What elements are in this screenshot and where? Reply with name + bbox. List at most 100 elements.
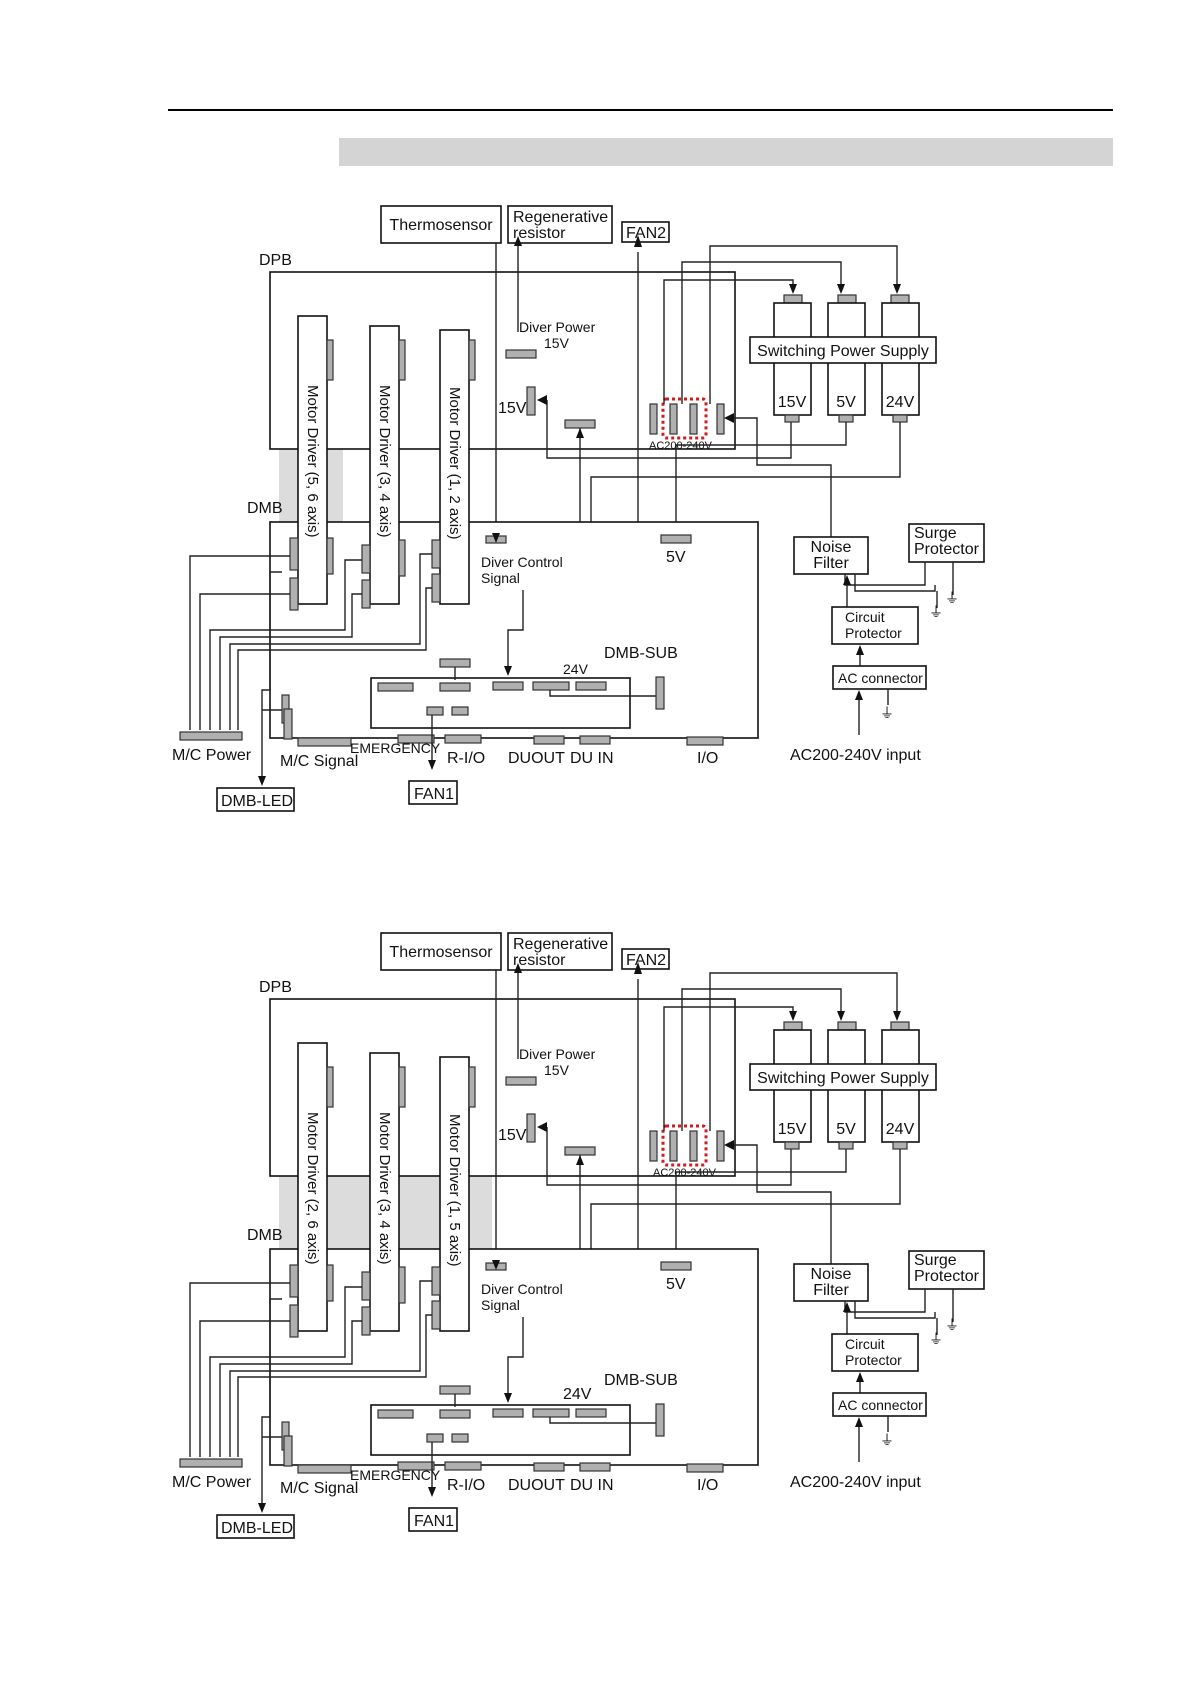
surge-protector-label-2: Protector <box>914 541 980 558</box>
noise-filter-label-1: Noise <box>811 539 852 556</box>
connector <box>431 573 441 603</box>
arrow-icon <box>789 284 797 294</box>
connector <box>783 1021 803 1031</box>
ground-icon: ⏚ <box>929 604 943 620</box>
diver-power-label-1: Diver Power <box>519 1046 596 1062</box>
dmb-led-label: DMB-LED <box>221 1520 293 1537</box>
wiring-diagram-2: Thermosensor Regenerative resistor FAN2 … <box>172 932 985 1539</box>
arrow-icon <box>576 1155 584 1165</box>
mc-power-wire <box>189 555 290 730</box>
connector <box>660 1261 692 1271</box>
psu-feed-wire <box>709 972 898 1131</box>
connector <box>532 1408 570 1418</box>
arrow-icon <box>428 1487 436 1497</box>
duout-label: DUOUT <box>508 1477 565 1494</box>
io-label: I/O <box>697 750 718 767</box>
diver-control-label-2: Signal <box>481 1297 520 1313</box>
fan2-box <box>621 221 670 243</box>
noise-filter-label-1: Noise <box>811 1266 852 1283</box>
ac-connector-box <box>832 665 927 690</box>
connector <box>361 579 371 609</box>
diver-control-label-2: Signal <box>481 570 520 586</box>
connector <box>784 414 800 423</box>
arrow-icon <box>856 645 864 655</box>
rio-connector <box>444 734 482 744</box>
connector <box>426 1433 444 1443</box>
connector <box>838 414 854 423</box>
psu-feed-wire <box>663 1006 735 1131</box>
connector <box>564 419 596 429</box>
connector <box>655 1403 665 1437</box>
connector <box>439 1409 471 1419</box>
connector <box>655 676 665 710</box>
dmb-led-label: DMB-LED <box>221 793 293 810</box>
duin-label: DU IN <box>570 750 614 767</box>
motor-driver-c-label: Motor Driver (1, 2 axis) <box>446 387 463 540</box>
psu-15v-label: 15V <box>778 1121 807 1138</box>
ground-icon: ⏚ <box>880 705 894 721</box>
connector <box>289 577 299 611</box>
dmb-label: DMB <box>247 1227 283 1244</box>
mc-power-wire <box>199 1320 290 1457</box>
motor-driver-c-label: Motor Driver (1, 5 axis) <box>446 1114 463 1267</box>
arrow-icon <box>504 666 512 676</box>
connector <box>431 539 441 569</box>
connector <box>439 658 471 668</box>
connector <box>468 339 476 381</box>
connector <box>361 544 371 574</box>
dpb-label: DPB <box>259 979 292 996</box>
mc-power-wire <box>209 559 362 730</box>
section-heading-band <box>339 138 1113 166</box>
diver-control-label-1: Diver Control <box>481 554 563 570</box>
surge-wire <box>844 562 926 586</box>
dmb-sub-label: DMB-SUB <box>604 645 678 662</box>
mc-power-wire <box>189 1282 290 1457</box>
duout-connector <box>533 1462 565 1472</box>
arrow-icon <box>537 1122 547 1132</box>
wire <box>549 690 660 697</box>
psu-label: Switching Power Supply <box>757 1070 929 1087</box>
rio-connector <box>444 1461 482 1471</box>
mc-signal-label: M/C Signal <box>280 1480 358 1497</box>
surge-wire <box>844 1289 926 1313</box>
led-wire <box>261 571 282 780</box>
v24-label: 24V <box>563 1386 592 1403</box>
surge-protector-label-2: Protector <box>914 1268 980 1285</box>
mc-power-wire <box>199 593 290 730</box>
highlighted-connector <box>661 397 708 440</box>
psu-label: Switching Power Supply <box>757 343 929 360</box>
ground-icon: ⏚ <box>929 1331 943 1347</box>
emergency-connector <box>397 734 435 744</box>
connector <box>289 1264 299 1298</box>
mc-signal-connector <box>297 737 352 747</box>
connector <box>326 537 334 575</box>
psu-24v-label: 24V <box>886 394 915 411</box>
duout-connector <box>533 735 565 745</box>
5v-wire <box>675 1149 847 1257</box>
surge-wire <box>854 1301 936 1319</box>
noise-filter-wire <box>734 417 832 540</box>
connector <box>838 1141 854 1150</box>
connector <box>439 682 471 692</box>
wiring-diagram-1: Thermosensor Regenerative resistor FAN2 … <box>172 205 985 812</box>
surge-protector-box <box>908 523 985 563</box>
connector <box>526 1113 536 1143</box>
connector <box>669 403 678 435</box>
connector <box>660 534 692 544</box>
regen-resistor-box <box>507 205 613 244</box>
fan1-box <box>408 1507 458 1532</box>
arrow-icon <box>724 1140 734 1150</box>
connector <box>505 349 537 359</box>
regen-resistor-box <box>507 932 613 971</box>
connector <box>783 294 803 304</box>
mc-power-wire <box>209 1286 362 1457</box>
duout-label: DUOUT <box>508 750 565 767</box>
duin-connector <box>579 1462 611 1472</box>
arrow-icon <box>856 1372 864 1382</box>
control-wire <box>507 590 524 671</box>
ac-connector-box-label: AC connector <box>838 1397 923 1413</box>
ac-connector-label: AC200-240V <box>649 440 713 452</box>
connector <box>398 1066 406 1108</box>
mc-signal-connector <box>297 1464 352 1474</box>
io-label: I/O <box>697 1477 718 1494</box>
